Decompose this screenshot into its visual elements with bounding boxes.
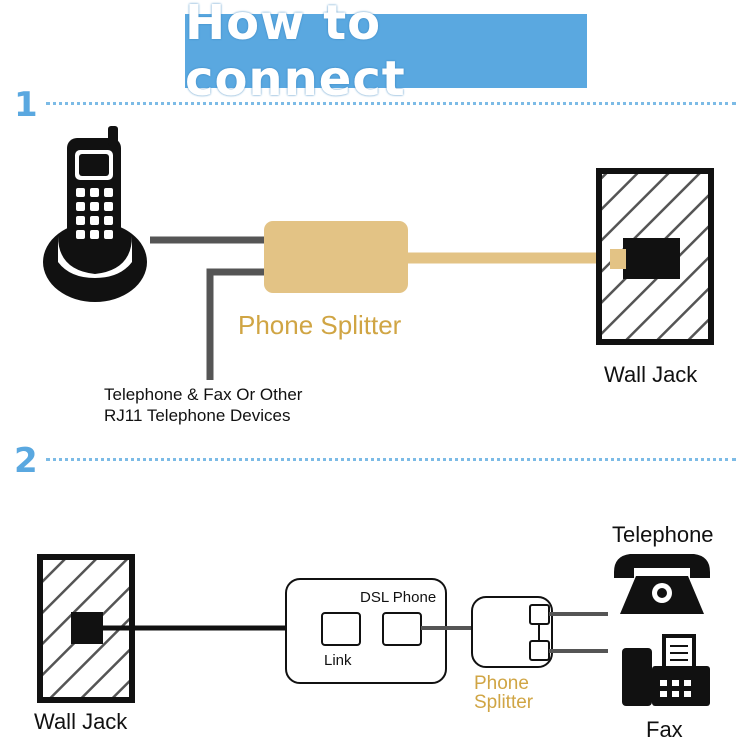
title-banner: How to connect [185, 0, 587, 107]
device-cable [206, 268, 266, 380]
step-2-splitter-label-line1: Phone [474, 673, 529, 694]
splitter-port-bottom [529, 640, 550, 661]
step-1-wall-jack-label: Wall Jack [604, 362, 698, 387]
phone-splitter [264, 221, 408, 293]
step-1-splitter-label: Phone Splitter [238, 310, 402, 340]
fax-label: Fax [646, 717, 683, 742]
step-1-devices-label-line1: Telephone & Fax Or Other [104, 385, 303, 404]
cordless-phone-icon [43, 126, 147, 302]
step-1-number: 1 [14, 85, 38, 125]
telephone-icon [614, 554, 710, 614]
step-1-divider [46, 102, 736, 105]
step-2-wall-jack-label: Wall Jack [34, 709, 128, 734]
fax-icon [622, 634, 710, 706]
page-title: How to connect [185, 0, 406, 107]
link-label: Link [324, 652, 352, 669]
dsl-phone-label: DSL Phone [360, 589, 437, 606]
splitter-port-top [529, 604, 550, 625]
phone-port [382, 612, 422, 646]
step-1-devices-label-line2: RJ11 Telephone Devices [104, 406, 291, 425]
step-2-splitter-label-line2: Splitter [474, 692, 534, 713]
wall-jack-step-1 [596, 168, 714, 345]
telephone-label: Telephone [612, 522, 714, 547]
step-2-number: 2 [14, 441, 38, 481]
step-2-divider [46, 458, 736, 461]
link-port [321, 612, 361, 646]
dsl-filter-box [285, 578, 447, 684]
